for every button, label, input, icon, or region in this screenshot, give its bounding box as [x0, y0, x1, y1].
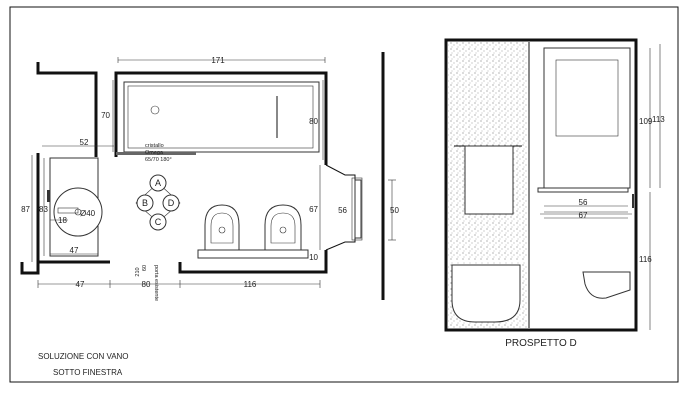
basin-side-marker — [47, 190, 50, 202]
shower-cabinet-glass — [555, 59, 619, 137]
bathtub — [123, 81, 320, 153]
position-label-b: B — [142, 198, 148, 208]
position-label-c: C — [155, 217, 162, 227]
dim-door-60: 60 — [142, 265, 148, 271]
position-marker-a: A — [149, 174, 167, 192]
dim-basin-diameter: Ø40 — [80, 209, 96, 218]
caption-line-2: SOTTO FINESTRA — [53, 368, 123, 377]
niche-box — [354, 179, 362, 239]
dim-116-elevation: 116 — [639, 255, 652, 264]
elevation-wall-fixture — [582, 271, 631, 299]
niche-frame — [351, 177, 363, 241]
shower-note-3: 65/70 180° — [145, 157, 172, 163]
basin-tap — [57, 207, 79, 214]
towel — [464, 145, 514, 215]
elevation-outline — [444, 38, 638, 332]
position-marker-c: C — [149, 213, 167, 231]
shower-glass — [116, 152, 196, 155]
plan-wall-upper — [114, 71, 328, 165]
dim-116-bottom: 116 — [244, 280, 257, 289]
door-note: porta esistente — [153, 265, 159, 301]
dim-70: 70 — [101, 111, 110, 120]
dim-47-basin: 47 — [70, 246, 79, 255]
dim-80-bottom: 80 — [142, 280, 151, 289]
plan-wall-lower-left — [20, 153, 40, 275]
elevation-title: PROSPETTO D — [505, 338, 577, 349]
dim-47-bottom: 47 — [76, 280, 85, 289]
dim-18: 18 — [58, 216, 67, 225]
floor-plan: A B D C 171 70 80 52 87 83 18 Ø40 — [20, 52, 399, 377]
dim-80: 80 — [309, 117, 318, 126]
shelf — [537, 187, 629, 193]
dim-67-elevation: 67 — [579, 211, 588, 220]
dim-52: 52 — [80, 138, 89, 147]
sanitary-backplate — [197, 249, 309, 259]
shower-note-2: Omega — [145, 150, 164, 156]
shower-note-1: cristallo — [145, 143, 164, 149]
dim-56-elevation: 56 — [579, 198, 588, 207]
dim-56-niche: 56 — [338, 206, 347, 215]
caption-line-1: SOLUZIONE CON VANO — [38, 352, 129, 361]
dim-171: 171 — [211, 56, 225, 65]
bidet — [264, 204, 302, 251]
position-marker-d: D — [162, 194, 180, 212]
position-label-a: A — [155, 178, 161, 188]
bathtub-inner — [127, 85, 314, 149]
position-label-d: D — [168, 198, 175, 208]
plan-wall-bottom — [178, 250, 328, 274]
elevation-d: 109 113 116 56 67 PROSPETTO D — [444, 38, 665, 349]
position-marker-b: B — [136, 194, 154, 212]
dim-87: 87 — [21, 205, 30, 214]
elevation-side-marker — [632, 194, 634, 208]
shower-cabinet — [543, 47, 631, 189]
dim-109: 109 — [639, 117, 653, 126]
dim-67-right: 67 — [309, 205, 318, 214]
dim-50-niche: 50 — [390, 206, 399, 215]
plan-wall-left — [36, 62, 98, 157]
sheet-frame — [9, 6, 679, 383]
bathtub-drain — [150, 105, 160, 115]
elevation-bathtub — [451, 264, 521, 323]
dim-83: 83 — [39, 205, 48, 214]
dim-door-210: 210 — [135, 267, 141, 276]
toilet — [204, 204, 240, 251]
dim-113: 113 — [652, 115, 665, 124]
dim-10-right: 10 — [309, 253, 318, 262]
